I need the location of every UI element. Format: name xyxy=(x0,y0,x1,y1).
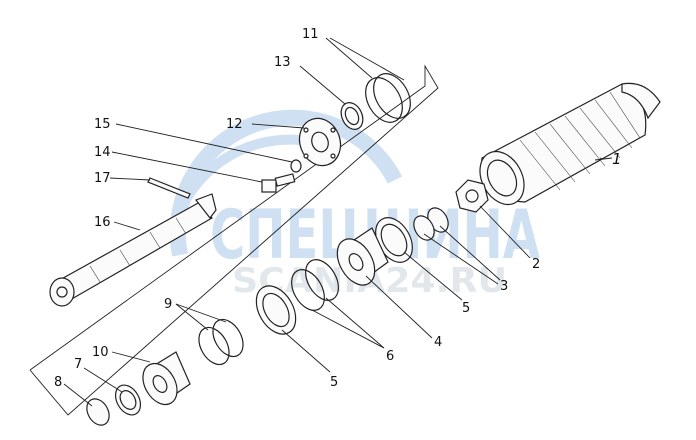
label-5-upper: 5 xyxy=(462,301,470,316)
label-11: 11 xyxy=(302,27,319,42)
pin-part-17 xyxy=(147,177,191,199)
ring-part-8 xyxy=(86,398,110,426)
part-labels: 1 2 3 4 5 5 6 7 8 9 10 11 12 13 14 15 16… xyxy=(54,27,622,390)
label-9: 9 xyxy=(164,297,172,312)
label-14: 14 xyxy=(94,145,111,160)
cylinder-barrel xyxy=(479,82,661,206)
o-ring-part-9a xyxy=(212,318,244,358)
label-16: 16 xyxy=(94,215,111,230)
seal-ring-part-5b xyxy=(255,285,297,335)
piston-part-4 xyxy=(336,227,389,286)
ring-part-11b xyxy=(365,77,403,123)
label-4: 4 xyxy=(434,335,442,350)
seal-part-13 xyxy=(340,102,364,130)
label-13: 13 xyxy=(274,55,291,70)
label-6: 6 xyxy=(386,349,394,364)
label-12: 12 xyxy=(226,117,243,132)
label-15: 15 xyxy=(94,117,111,132)
washer-part-15 xyxy=(290,159,302,173)
bushing-part-7 xyxy=(114,384,142,416)
gland-part-10 xyxy=(142,351,191,406)
o-ring-part-3b xyxy=(413,215,435,241)
piston-rod-part-16 xyxy=(49,193,217,307)
seal-ring-part-5a xyxy=(375,217,413,263)
bolt-part-14 xyxy=(261,173,296,193)
nut-part-2 xyxy=(455,179,489,213)
assembly-axis-line xyxy=(29,64,439,416)
label-3: 3 xyxy=(500,279,508,294)
label-8: 8 xyxy=(54,375,62,390)
thin-ring-part-6b xyxy=(291,269,325,311)
label-7: 7 xyxy=(74,357,82,372)
o-ring-part-9b xyxy=(198,326,230,366)
leader-lines xyxy=(63,37,604,407)
label-1: 1 xyxy=(612,150,622,168)
label-17: 17 xyxy=(94,171,111,186)
ring-part-11a xyxy=(373,73,411,119)
label-5-lower: 5 xyxy=(330,375,338,390)
flange-part-12 xyxy=(298,117,342,167)
thin-ring-part-6a xyxy=(305,259,339,301)
watermark-arc-inner xyxy=(170,134,301,227)
label-10: 10 xyxy=(92,345,109,360)
label-2: 2 xyxy=(532,257,540,272)
